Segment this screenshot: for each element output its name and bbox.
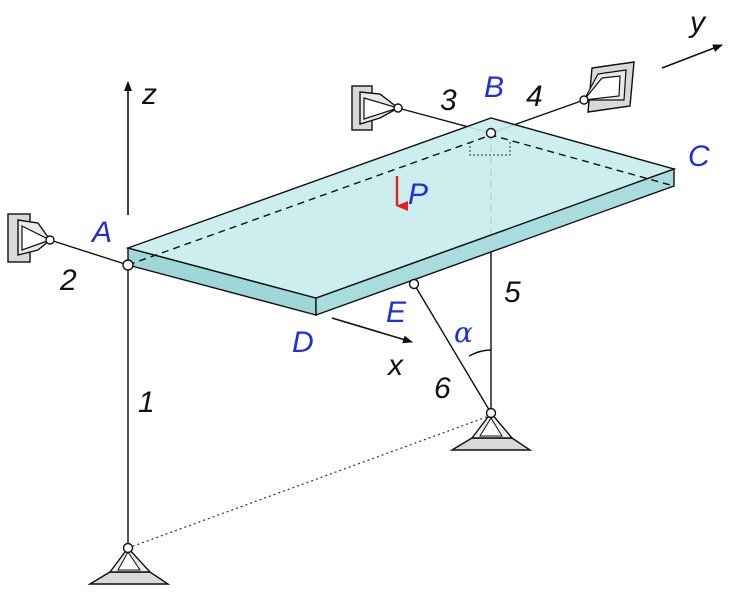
rod-label-3: 3 bbox=[440, 84, 457, 117]
rod-label-5: 5 bbox=[504, 276, 521, 309]
point-label-e: E bbox=[386, 296, 407, 329]
rod-6 bbox=[413, 283, 492, 414]
wall-support-rod4 bbox=[579, 61, 635, 113]
joint-b-box bbox=[469, 142, 511, 156]
axis-label-x: x bbox=[386, 349, 404, 382]
angle-arc bbox=[468, 349, 492, 357]
y-axis bbox=[661, 44, 723, 69]
point-label-c: C bbox=[688, 140, 710, 173]
point-label-d: D bbox=[292, 326, 314, 359]
axis-label-y: y bbox=[688, 6, 707, 39]
rod-2 bbox=[49, 239, 129, 266]
axis-label-z: z bbox=[141, 78, 157, 111]
ground-line bbox=[127, 414, 493, 549]
wall-support-rod3 bbox=[351, 85, 403, 131]
angle-label: α bbox=[454, 316, 473, 349]
joint-a bbox=[122, 259, 134, 271]
rod-label-1: 1 bbox=[138, 386, 155, 419]
point-label-b: B bbox=[484, 71, 504, 104]
point-label-a: A bbox=[90, 216, 112, 249]
x-axis bbox=[331, 317, 413, 344]
joint-b bbox=[485, 127, 497, 139]
ground-support-rod56 bbox=[449, 407, 533, 451]
load-label: P bbox=[408, 178, 428, 211]
rod-label-2: 2 bbox=[59, 264, 77, 297]
rod-label-4: 4 bbox=[526, 80, 543, 113]
ground-support-rod1 bbox=[87, 542, 171, 585]
joint-e bbox=[408, 278, 420, 290]
wall-support-left bbox=[7, 213, 55, 263]
rod-label-6: 6 bbox=[434, 372, 451, 405]
